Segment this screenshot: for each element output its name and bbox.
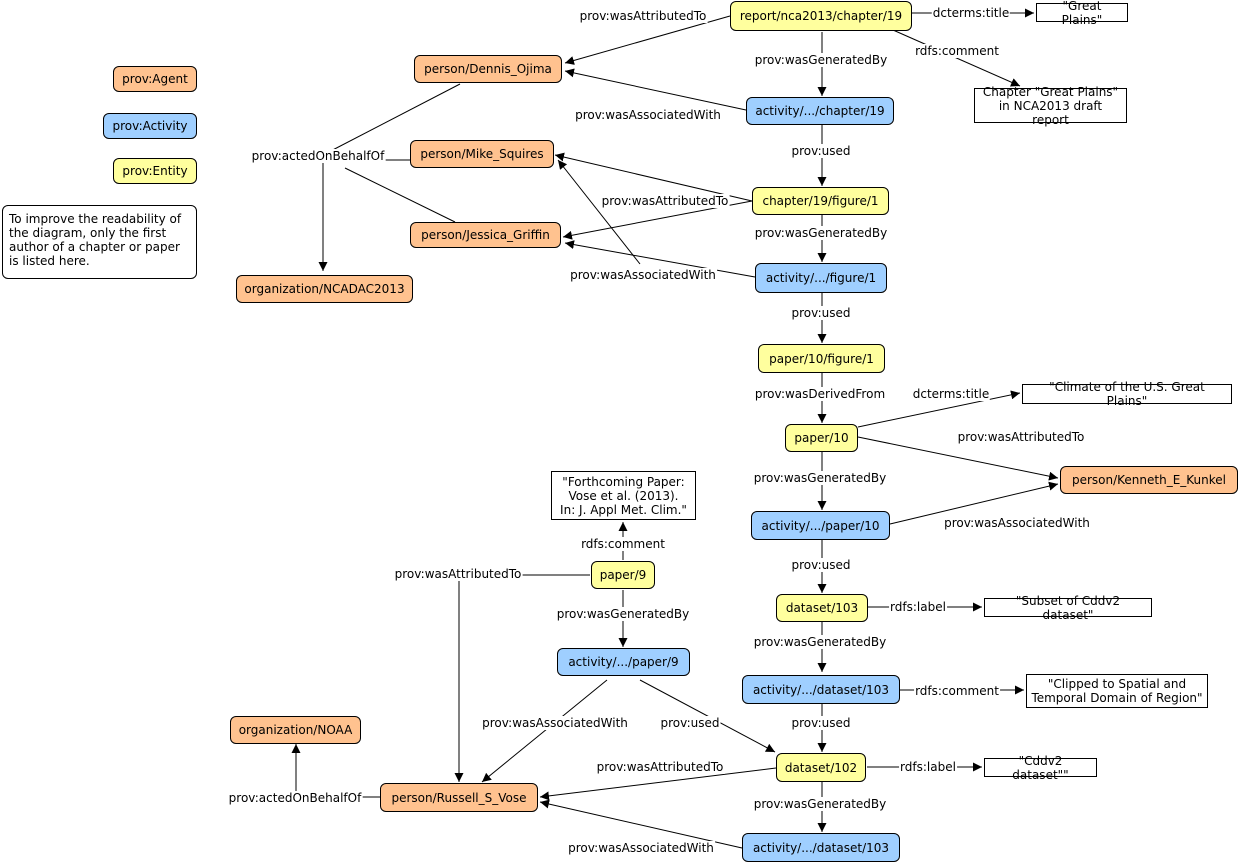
node-paper10[interactable]: paper/10 — [785, 424, 858, 452]
legend-agent: prov:Agent — [113, 66, 197, 92]
edge-label: prov:wasGeneratedBy — [753, 226, 889, 240]
edge-line — [564, 68, 747, 111]
edge-line — [539, 767, 777, 801]
edge-line — [557, 159, 641, 265]
edge-label: prov:actedOnBehalfOf — [227, 791, 363, 805]
edge-label: rdfs:comment — [914, 44, 1000, 58]
edge-label: prov:wasAssociatedWith — [481, 716, 629, 730]
edge-label: prov:wasAttributedTo — [393, 567, 523, 581]
node-russell-vose[interactable]: person/Russell_S_Vose — [380, 783, 538, 812]
edge-line — [344, 167, 456, 223]
edge-line — [481, 679, 608, 783]
node-paper9[interactable]: paper/9 — [591, 561, 655, 589]
node-figure1[interactable]: chapter/19/figure/1 — [752, 187, 889, 215]
edge-label: prov:used — [790, 558, 852, 572]
edge-label: dcterms:title — [911, 387, 991, 401]
edge-label: rdfs:label — [889, 600, 947, 614]
literal-cddv2-label: "Cddv2 dataset"" — [984, 754, 1097, 782]
literal-chapter-comment: Chapter "Great Plains" in NCA2013 draft … — [974, 85, 1127, 127]
node-activity-dataset103-a[interactable]: activity/.../dataset/103 — [742, 675, 900, 704]
edge-line — [889, 481, 1059, 525]
literal-climate-title: "Climate of the U.S. Great Plains" — [1022, 380, 1232, 408]
node-paper10-figure1[interactable]: paper/10/figure/1 — [758, 344, 885, 373]
literal-great-plains: "Great Plains" — [1036, 0, 1128, 27]
node-activity-dataset103-b[interactable]: activity/.../dataset/103 — [742, 833, 900, 862]
edge-label: prov:wasAttributedTo — [578, 9, 708, 23]
edge-line — [892, 29, 1021, 87]
node-chapter19[interactable]: report/nca2013/chapter/19 — [730, 1, 912, 31]
legend-activity: prov:Activity — [103, 113, 197, 139]
node-activity-paper10[interactable]: activity/.../paper/10 — [751, 511, 890, 540]
edge-label: rdfs:comment — [914, 684, 1000, 698]
edge-label: prov:actedOnBehalfOf — [250, 149, 386, 163]
node-dennis-ojima[interactable]: person/Dennis_Ojima — [414, 55, 562, 83]
literal-clipped-comment: "Clipped to Spatial and Temporal Domain … — [1026, 674, 1208, 708]
edge-label: dcterms:title — [931, 6, 1011, 20]
edge-label: prov:wasAttributedTo — [595, 760, 725, 774]
node-dataset103[interactable]: dataset/103 — [776, 594, 868, 622]
edge-line — [857, 390, 1021, 428]
node-noaa[interactable]: organization/NOAA — [230, 716, 361, 744]
edge-label: prov:used — [790, 144, 852, 158]
legend-entity: prov:Entity — [113, 158, 197, 184]
edge-label: prov:used — [659, 716, 721, 730]
edge-line — [322, 83, 461, 156]
edge-label: prov:wasGeneratedBy — [752, 797, 888, 811]
edge-line — [564, 15, 731, 65]
node-activity-paper9[interactable]: activity/.../paper/9 — [557, 648, 690, 676]
edge-label: prov:wasGeneratedBy — [555, 607, 691, 621]
edge-label: prov:wasDerivedFrom — [753, 387, 887, 401]
edge-line — [564, 240, 756, 278]
edge-line — [857, 436, 1059, 481]
node-ncadac2013[interactable]: organization/NCADAC2013 — [236, 275, 413, 303]
edge-label: prov:wasGeneratedBy — [753, 53, 889, 67]
literal-subset-label: "Subset of Cddv2 dataset" — [984, 594, 1152, 622]
node-activity-chapter19[interactable]: activity/.../chapter/19 — [746, 97, 894, 125]
edge-label: prov:wasAttributedTo — [600, 194, 730, 208]
edge-label: prov:wasGeneratedBy — [752, 635, 888, 649]
edge-label: prov:wasAttributedTo — [956, 430, 1086, 444]
node-mike-squires[interactable]: person/Mike_Squires — [410, 140, 554, 168]
edge-label: prov:wasAssociatedWith — [574, 108, 722, 122]
node-kenneth-kunkel[interactable]: person/Kenneth_E_Kunkel — [1060, 466, 1238, 494]
readability-note: To improve the readability of the diagra… — [2, 205, 197, 279]
node-jessica-griffin[interactable]: person/Jessica_Griffin — [410, 222, 561, 248]
edge-label: prov:wasAssociatedWith — [943, 516, 1091, 530]
node-dataset102[interactable]: dataset/102 — [776, 753, 866, 782]
edge-label: prov:used — [790, 306, 852, 320]
node-activity-figure1[interactable]: activity/.../figure/1 — [755, 263, 887, 293]
edge-line — [539, 799, 743, 849]
edge-line — [554, 152, 753, 202]
edge-label: rdfs:label — [899, 760, 957, 774]
edge-label: prov:wasGeneratedBy — [752, 471, 888, 485]
edge-label: rdfs:comment — [580, 537, 666, 551]
edge-label: prov:used — [790, 716, 852, 730]
literal-paper9-comment: "Forthcoming Paper: Vose et al. (2013). … — [551, 471, 696, 520]
edge-label: prov:wasAssociatedWith — [569, 268, 717, 282]
edge-label: prov:wasAssociatedWith — [567, 841, 715, 855]
